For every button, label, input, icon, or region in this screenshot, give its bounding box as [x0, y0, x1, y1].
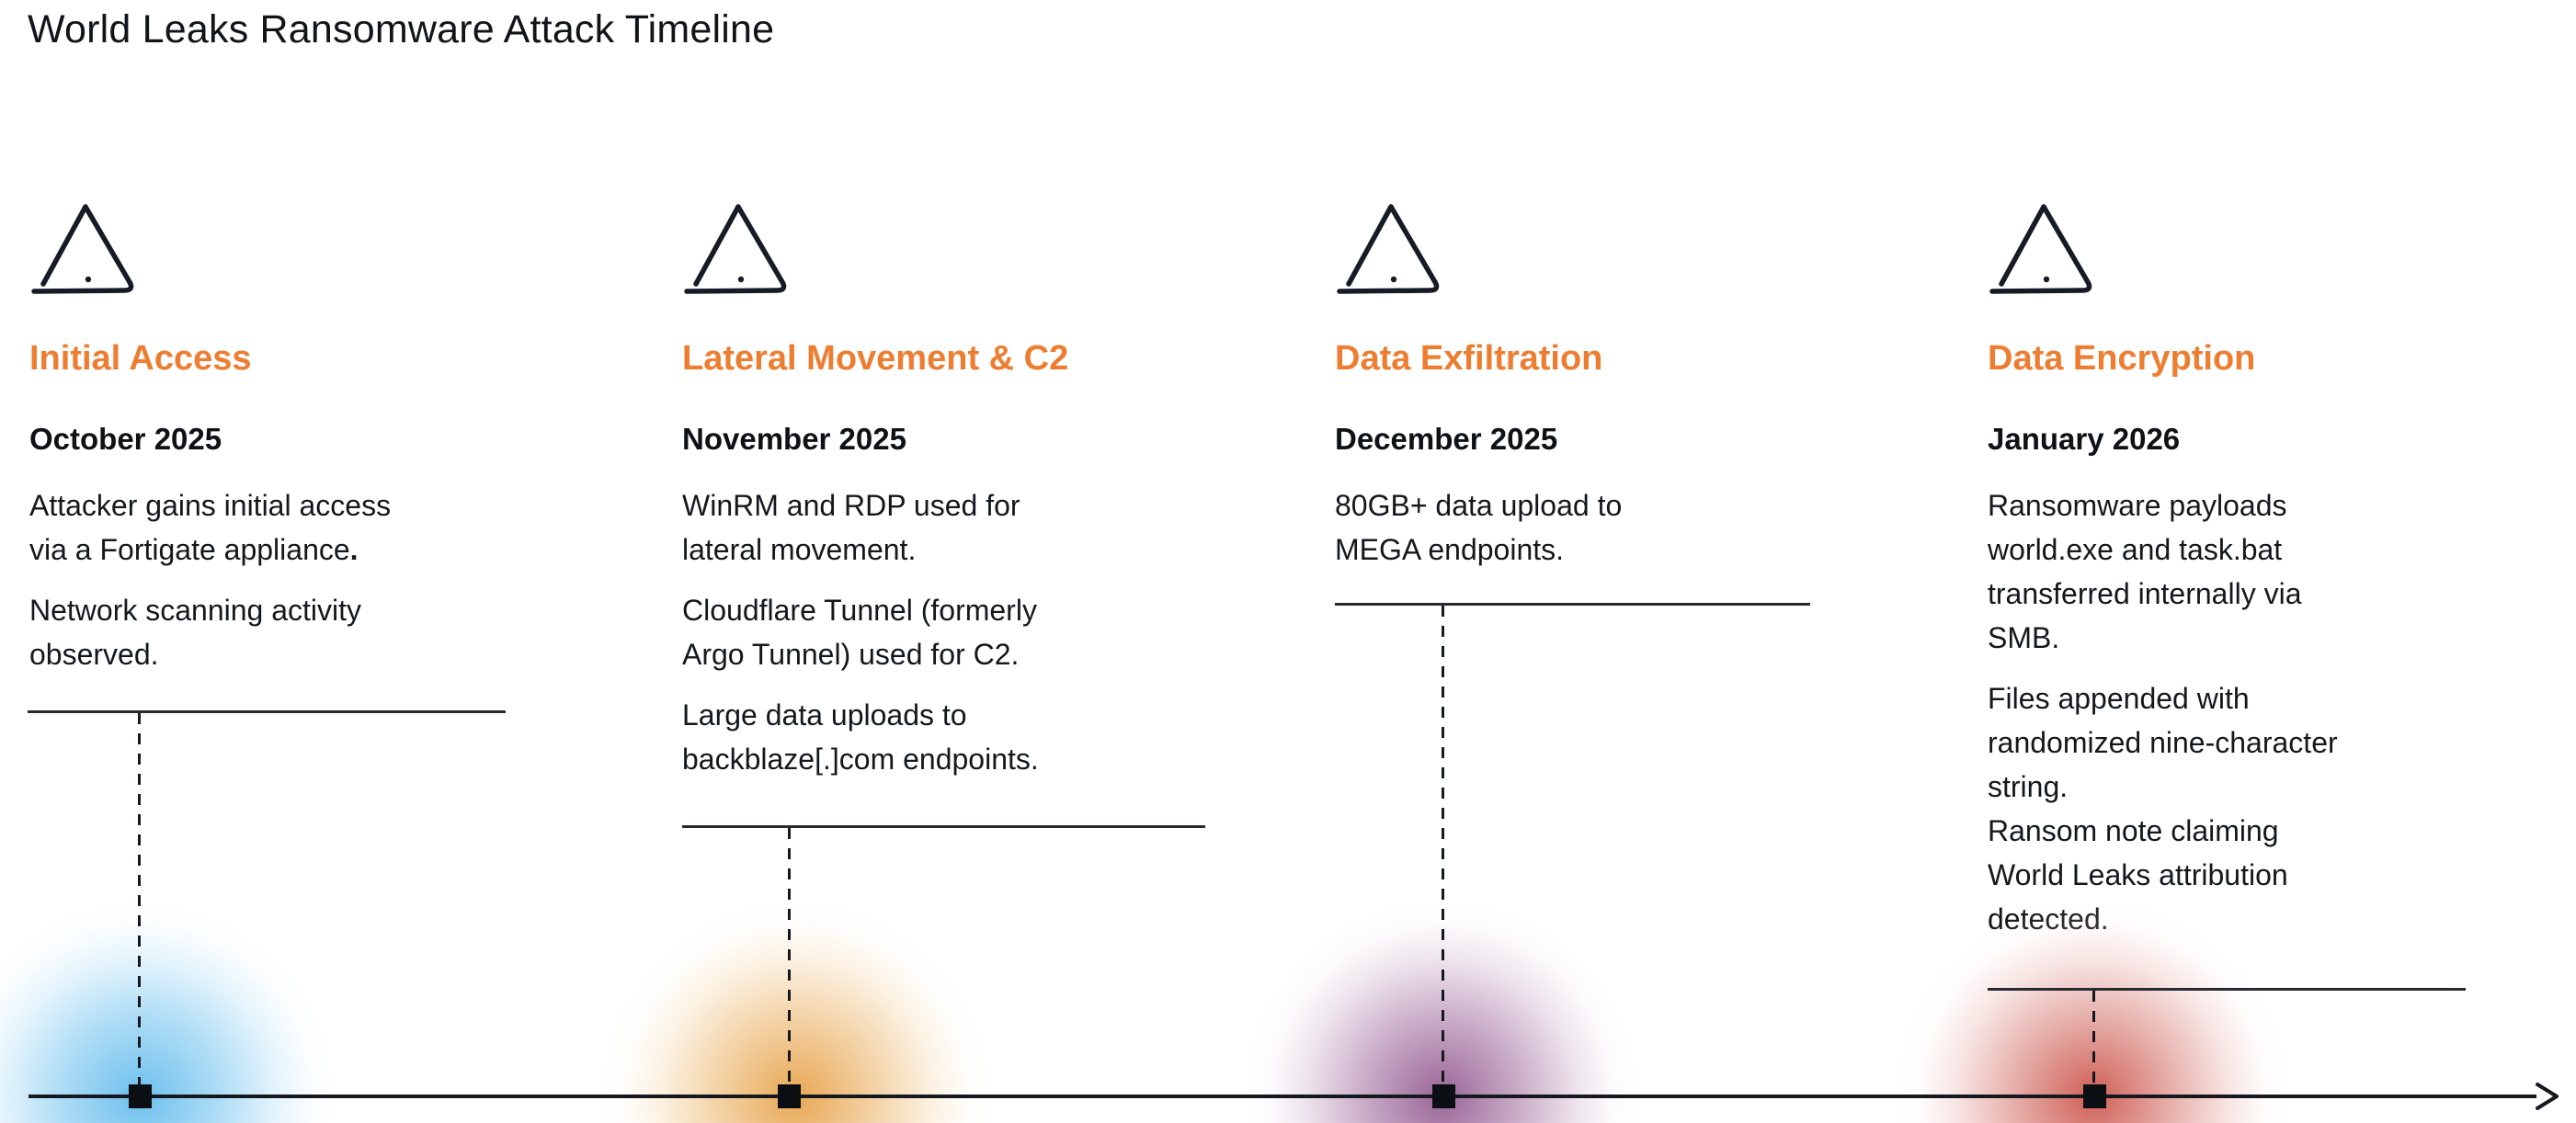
event-paragraph: 80GB+ data upload to MEGA endpoints.: [1335, 489, 1623, 566]
event-date: December 2025: [1335, 422, 1558, 456]
event-column-initial-access: Initial Access October 2025 Attacker gai…: [29, 195, 530, 676]
event-heading: Initial Access: [29, 339, 252, 378]
dashed-dropline: [788, 828, 791, 1085]
event-paragraph-text: Attacker gains initial access via a Fort…: [29, 489, 392, 566]
timeline-marker: [2083, 1084, 2106, 1108]
dashed-dropline: [138, 713, 141, 1085]
dashed-dropline: [1442, 606, 1444, 1085]
event-paragraph: Attacker gains initial access via a Fort…: [29, 483, 530, 572]
timeline-marker: [1432, 1084, 1455, 1108]
event-heading: Data Exfiltration: [1335, 339, 1603, 378]
timeline-axis: [28, 1095, 2536, 1098]
event-paragraph: Large data uploads to backblaze[.]com en…: [682, 698, 1039, 776]
event-date: October 2025: [29, 422, 222, 456]
event-date: November 2025: [682, 422, 906, 456]
warning-triangle-icon: [29, 195, 149, 309]
timeline-marker: [129, 1084, 152, 1108]
leader-rule: [682, 825, 1205, 828]
event-paragraph: Network scanning activity observed.: [29, 594, 362, 671]
leader-rule: [28, 710, 506, 713]
event-paragraph: WinRM and RDP used for lateral movement.: [682, 489, 1020, 566]
leader-rule: [1988, 988, 2466, 991]
event-column-lateral-movement: Lateral Movement & C2 November 2025 WinR…: [682, 195, 1183, 781]
dashed-dropline: [2092, 991, 2095, 1085]
warning-triangle-icon: [1335, 195, 1454, 309]
leader-rule: [1335, 603, 1810, 606]
event-column-data-exfiltration: Data Exfiltration December 2025 80GB+ da…: [1335, 195, 1836, 572]
event-heading: Data Encryption: [1988, 339, 2256, 378]
event-heading: Lateral Movement & C2: [682, 339, 1069, 378]
event-paragraph: Cloudflare Tunnel (formerly Argo Tunnel)…: [682, 594, 1037, 671]
event-paragraph: Ransomware payloads world.exe and task.b…: [1988, 489, 2302, 654]
page-title: World Leaks Ransomware Attack Timeline: [28, 7, 775, 51]
glow-blob-blue: [0, 903, 333, 1123]
event-paragraph: Files appended with randomized nine-char…: [1988, 682, 2338, 936]
timeline-marker: [778, 1084, 801, 1108]
bold-period: .: [349, 533, 359, 566]
arrow-right-icon: [2536, 1083, 2559, 1110]
warning-triangle-icon: [682, 195, 802, 309]
event-date: January 2026: [1988, 422, 2181, 456]
warning-triangle-icon: [1988, 195, 2107, 309]
event-column-data-encryption: Data Encryption January 2026 Ransomware …: [1988, 195, 2489, 941]
